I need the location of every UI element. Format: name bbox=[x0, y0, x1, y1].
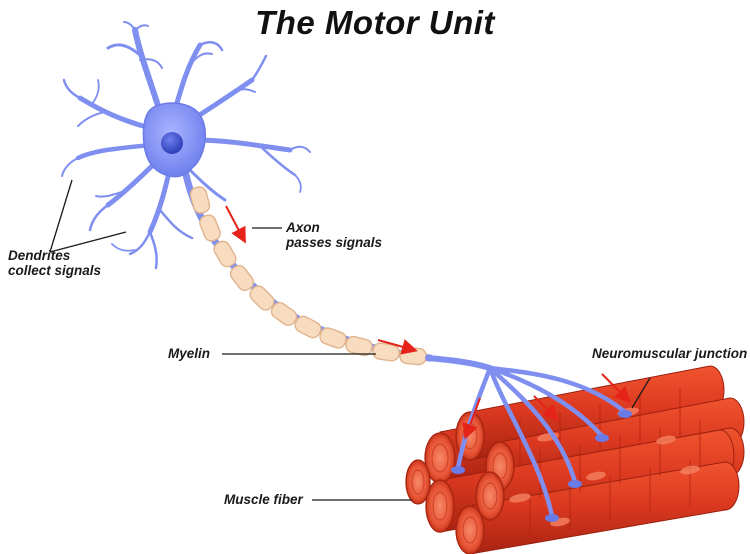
muscle-fiber-label: Muscle fiber bbox=[224, 492, 303, 507]
axon-label-line1: Axon bbox=[286, 220, 382, 235]
page-title: The Motor Unit bbox=[0, 4, 750, 42]
neuromuscular-junction-label: Neuromuscular junction bbox=[592, 346, 747, 361]
axon-label-line2: passes signals bbox=[286, 235, 382, 250]
dendrites-label-line2: collect signals bbox=[8, 263, 101, 278]
axon-label: Axon passes signals bbox=[286, 220, 382, 250]
cell-body bbox=[143, 103, 205, 177]
myelin-sheath bbox=[189, 185, 427, 365]
dendrites-label-line1: Dendrites bbox=[8, 248, 101, 263]
myelin-label: Myelin bbox=[168, 346, 210, 361]
nucleus bbox=[161, 132, 183, 154]
dendrites-pointer-1 bbox=[50, 180, 72, 252]
dendrites-label: Dendrites collect signals bbox=[8, 248, 101, 278]
axon-signal-arrow bbox=[226, 206, 244, 240]
muscle-fiber-bundle bbox=[406, 366, 744, 554]
